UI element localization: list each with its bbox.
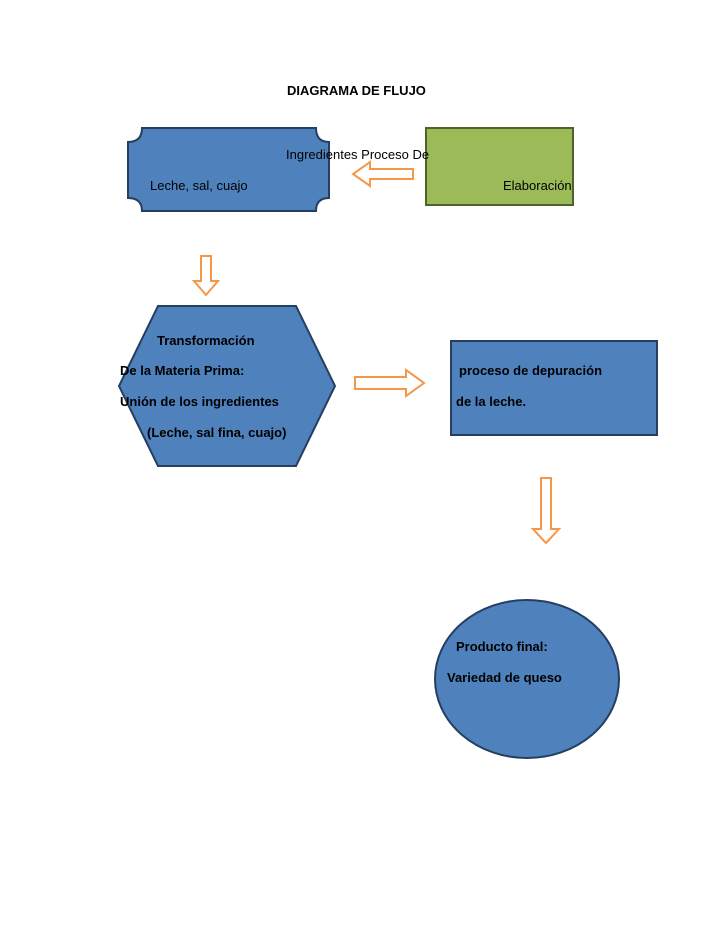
arrow-down-icon	[530, 477, 562, 545]
arrow-right-icon	[354, 368, 426, 398]
depuracion-line2: de la leche.	[456, 394, 527, 409]
producto-line2: Variedad de queso	[447, 670, 562, 685]
depuracion-line1: proceso de depuración	[459, 363, 603, 378]
transformacion-line4: (Leche, sal fina, cuajo)	[147, 425, 287, 440]
transformacion-line3: Unión de los ingredientes	[120, 394, 279, 409]
elaboracion-label: Elaboración	[503, 178, 572, 193]
depuracion-shape	[450, 340, 658, 436]
ingredientes-shape	[127, 127, 330, 212]
transformacion-shape	[117, 305, 337, 467]
ingredientes-line1: Ingredientes Proceso De	[286, 147, 430, 162]
producto-shape	[434, 599, 620, 759]
producto-line1: Producto final:	[456, 639, 548, 654]
transformacion-line1: Transformación	[157, 333, 255, 348]
page-title: DIAGRAMA DE FLUJO	[287, 83, 426, 98]
ingredientes-line2: Leche, sal, cuajo	[150, 178, 248, 193]
transformacion-line2: De la Materia Prima:	[120, 363, 245, 378]
arrow-left-icon	[351, 160, 414, 188]
elaboracion-shape	[425, 127, 574, 206]
arrow-down-icon	[191, 255, 221, 297]
